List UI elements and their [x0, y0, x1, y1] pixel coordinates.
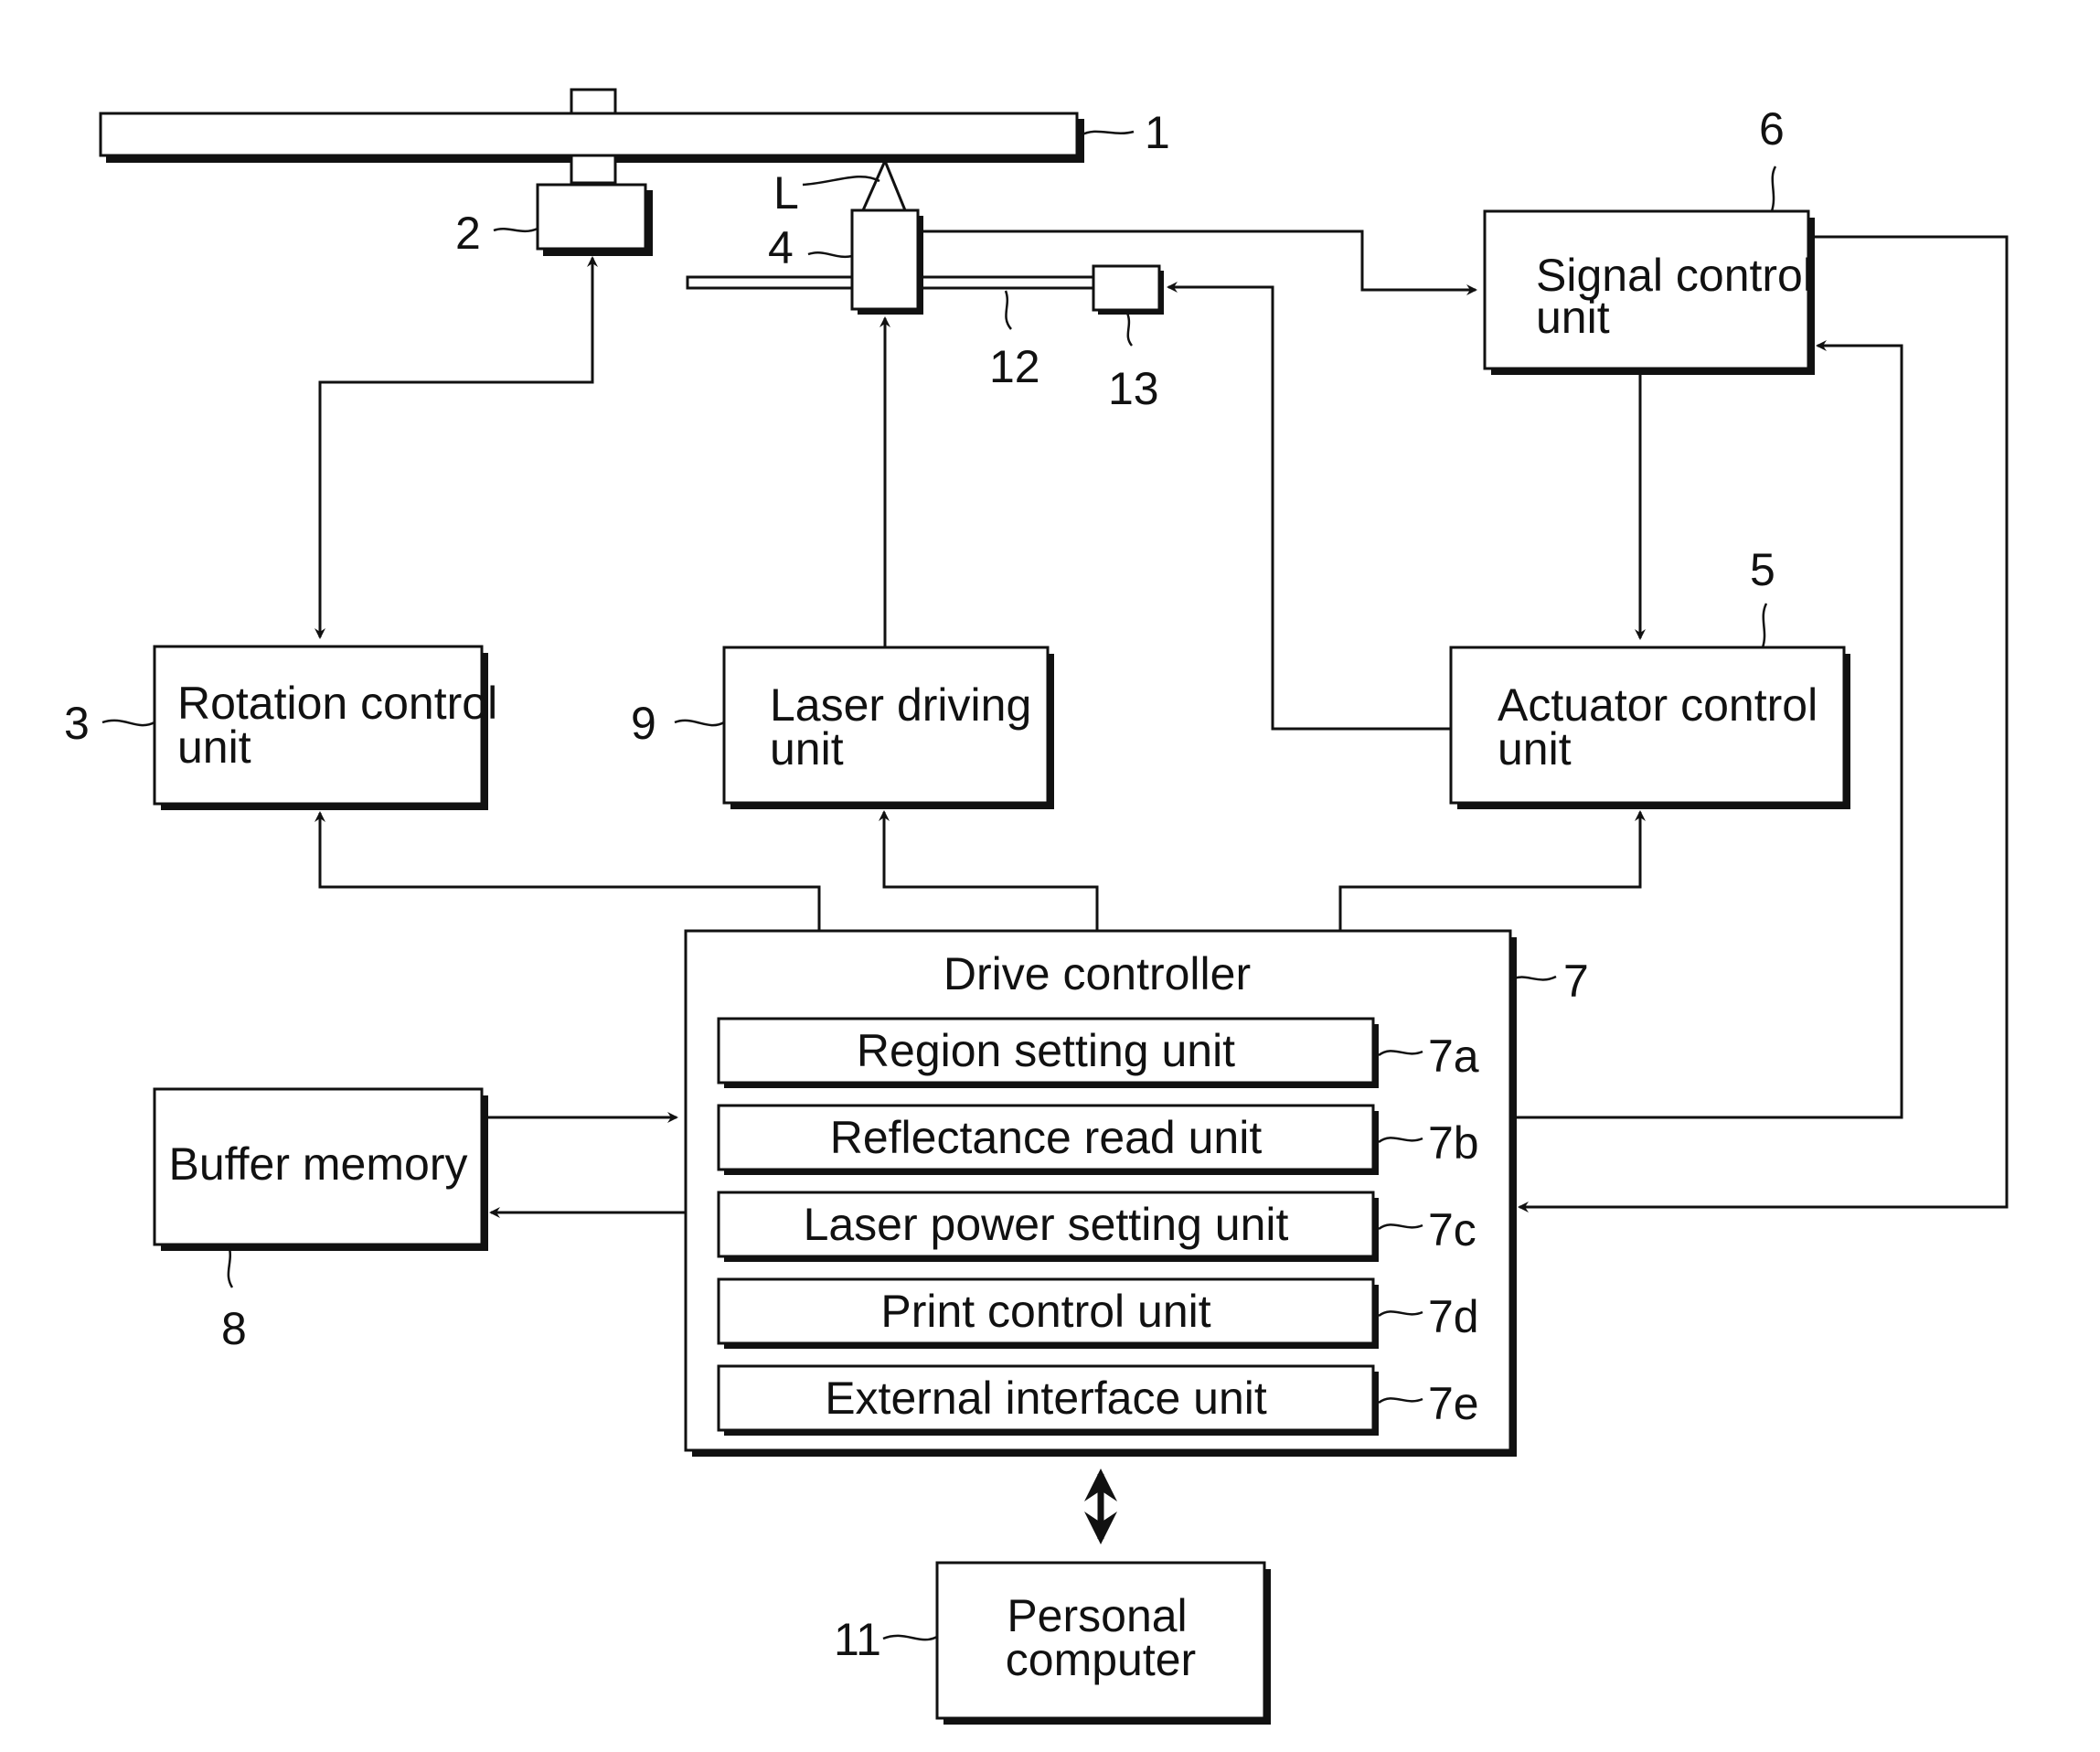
- rotation-control-leader: [102, 721, 155, 725]
- sub-unit-ref: 7d: [1428, 1291, 1479, 1342]
- drive-controller-sub-units: Region setting unit 7aReflectance read un…: [719, 1019, 1479, 1436]
- laser-beam-leader: [803, 176, 879, 185]
- laser-beam-ref: L: [773, 167, 799, 219]
- sub-unit-label: Print control unit: [880, 1286, 1210, 1337]
- signal-control-ref: 6: [1759, 103, 1785, 155]
- sled-motor-ref: 13: [1108, 363, 1159, 414]
- sub-unit: Laser power setting unit 7c: [719, 1192, 1476, 1262]
- spindle-motor-leader: [494, 229, 538, 231]
- actuator-control-ref: 5: [1750, 544, 1775, 595]
- laser-beam: [863, 161, 905, 210]
- wire-dc-actuator: [1340, 812, 1640, 931]
- sub-unit-label: Reflectance read unit: [830, 1112, 1263, 1163]
- rotation-control-label-line2: unit: [177, 721, 251, 773]
- guide-rail-ref: 12: [989, 341, 1040, 392]
- optical-disc: [101, 90, 1084, 183]
- buffer-memory-label: Buffer memory: [169, 1138, 468, 1190]
- optical-head-leader: [808, 252, 852, 257]
- sled-motor-leader: [1126, 311, 1132, 346]
- sub-unit: Reflectance read unit 7b: [719, 1106, 1479, 1175]
- spindle-motor-ref: 2: [455, 208, 481, 259]
- actuator-control-leader: [1763, 604, 1766, 647]
- wire-dc-rotation: [320, 813, 819, 931]
- actuator-control-unit: Actuator control unit: [1451, 647, 1850, 809]
- personal-computer-label-line2: computer: [1006, 1634, 1196, 1685]
- buffer-memory-ref: 8: [221, 1303, 247, 1354]
- optical-head: [852, 210, 923, 315]
- laser-driving-ref: 9: [631, 698, 656, 749]
- actuator-control-label-line2: unit: [1498, 723, 1572, 775]
- personal-computer: Personal computer: [937, 1563, 1271, 1725]
- disc-leader: [1081, 132, 1134, 135]
- buffer-memory-leader: [229, 1245, 232, 1287]
- signal-control-leader: [1772, 166, 1775, 211]
- laser-driving-label-line2: unit: [770, 723, 844, 775]
- sled-motor: [1093, 266, 1164, 315]
- drive-controller-leader: [1510, 977, 1556, 980]
- sub-unit-ref: 7e: [1428, 1378, 1479, 1429]
- sub-unit: Region setting unit 7a: [719, 1019, 1479, 1088]
- optical-head-ref: 4: [768, 222, 794, 273]
- drive-controller-ref: 7: [1563, 956, 1589, 1007]
- guide-rail-leader: [1006, 291, 1011, 329]
- wire-dc-laser: [884, 812, 1097, 931]
- laser-driving-leader: [675, 721, 724, 725]
- personal-computer-leader: [883, 1636, 937, 1640]
- sub-unit: Print control unit 7d: [719, 1279, 1479, 1349]
- personal-computer-ref: 11: [834, 1614, 881, 1665]
- sub-unit-label: External interface unit: [825, 1373, 1267, 1424]
- sub-unit-ref: 7a: [1428, 1031, 1479, 1082]
- wire-actuator-sled: [1168, 287, 1451, 729]
- sub-unit-ref: 7b: [1428, 1117, 1479, 1169]
- rotation-control-ref: 3: [64, 698, 90, 749]
- sub-unit-label: Laser power setting unit: [804, 1199, 1289, 1250]
- sub-unit: External interface unit 7e: [719, 1366, 1479, 1436]
- sub-unit-label: Region setting unit: [857, 1025, 1235, 1076]
- signal-control-label-line2: unit: [1536, 292, 1610, 343]
- disc-ref: 1: [1145, 107, 1170, 158]
- sub-unit-ref: 7c: [1428, 1204, 1476, 1255]
- buffer-memory: Buffer memory: [155, 1089, 488, 1251]
- spindle-motor: [538, 185, 653, 256]
- laser-driving-unit: Laser driving unit: [724, 647, 1054, 809]
- drive-controller-title: Drive controller: [943, 948, 1251, 999]
- rotation-control-unit: Rotation control unit: [155, 646, 497, 810]
- wire-spindle-rotation: [320, 258, 592, 637]
- signal-control-unit: Signal control unit: [1485, 211, 1815, 375]
